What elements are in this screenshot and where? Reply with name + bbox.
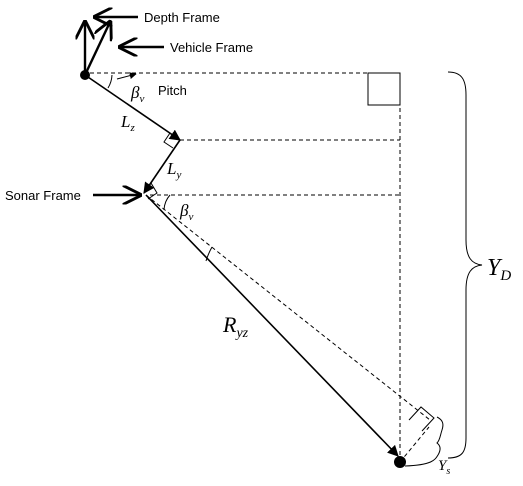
pitch-label: Pitch — [158, 83, 187, 98]
beta-symbol-sonar: βv — [179, 201, 193, 223]
dashed-projection-line — [145, 194, 431, 421]
ryz-segment — [145, 194, 399, 457]
origin-frames — [80, 22, 110, 80]
angle-arc-ryz — [205, 246, 213, 262]
ryz-label: Ryz — [222, 312, 249, 341]
sonar-pitch-arc — [163, 194, 171, 211]
lz-segment — [84, 74, 181, 141]
sonar-frame-label: Sonar Frame — [5, 188, 81, 203]
vehicle-frame-callout: Vehicle Frame — [120, 40, 253, 55]
yd-brace — [447, 71, 483, 459]
ys-label: Ys — [438, 458, 450, 477]
vehicle-frame-up-axis — [83, 22, 110, 76]
dashed-perpendicular-line — [399, 426, 430, 463]
yd-label: YD — [487, 255, 511, 284]
beta-symbol-top: βv — [130, 83, 144, 105]
depth-frame-label: Depth Frame — [144, 10, 220, 25]
right-angle-marker-bottom — [408, 406, 435, 432]
lz-label: Lz — [120, 112, 135, 134]
pitch-arc — [107, 74, 113, 89]
right-angle-marker-top — [367, 72, 401, 106]
sonar-frame-callout: Sonar Frame — [5, 188, 140, 203]
ly-label: Ly — [166, 159, 181, 181]
ly-segment — [143, 139, 181, 194]
depth-frame-callout: Depth Frame — [95, 10, 220, 25]
right-angle-marker-lz — [163, 132, 174, 149]
vehicle-frame-label: Vehicle Frame — [170, 40, 253, 55]
right-angle-marker-ly — [147, 182, 158, 200]
pitch-arrow — [116, 72, 137, 80]
ys-brace — [404, 416, 444, 467]
